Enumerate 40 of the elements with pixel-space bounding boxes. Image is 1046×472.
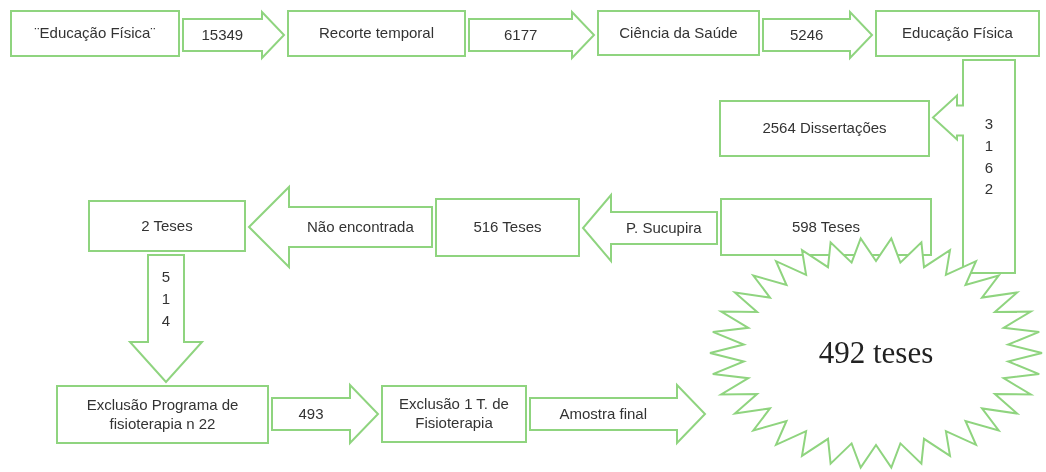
process-box [719, 100, 930, 157]
box-text: Exclusão 1 T. de Fisioterapia [398, 395, 510, 433]
process-box [597, 10, 760, 56]
block-arrow [247, 184, 433, 270]
box-text: 598 Teses [791, 217, 861, 237]
process-box [287, 10, 466, 57]
box-text: Recorte temporal [318, 24, 435, 43]
edge-label: Amostra final [559, 405, 648, 423]
box-text: Ciência da Saúde [619, 23, 738, 43]
box-text: 492 teses [818, 333, 934, 372]
block-arrow [182, 9, 286, 61]
process-box [435, 198, 580, 257]
edge-label: 493 [298, 405, 324, 423]
edge-label: 15349 [201, 26, 244, 44]
box-text: 516 Teses [473, 218, 542, 237]
block-arrow [762, 9, 874, 61]
block-arrow [127, 254, 205, 384]
box-text: Exclusão Programa de fisioterapia n 22 [85, 395, 240, 434]
block-arrow [581, 192, 718, 264]
box-text: 2 Teses [141, 216, 193, 236]
starburst-shape [708, 236, 1044, 470]
edge-label: Não encontrada [307, 218, 414, 236]
box-text: 2564 Dissertações [762, 119, 887, 138]
block-arrow [468, 9, 596, 61]
edge-label: P. Sucupira [626, 219, 702, 237]
process-box [720, 198, 932, 256]
process-box [56, 385, 269, 444]
process-box [381, 385, 527, 443]
process-box [88, 200, 246, 252]
block-arrow [271, 382, 380, 446]
block-arrow [529, 382, 707, 446]
edge-label: 3162 [983, 114, 995, 200]
box-text: Educação Física [902, 24, 1013, 43]
edge-label: 6177 [504, 26, 538, 44]
edge-label: 5246 [790, 26, 824, 44]
block-arrow [931, 59, 1016, 274]
edge-label: 514 [160, 267, 172, 331]
process-box [875, 10, 1040, 57]
box-text: ¨Educação Física¨ [34, 24, 156, 43]
process-box [10, 10, 180, 57]
